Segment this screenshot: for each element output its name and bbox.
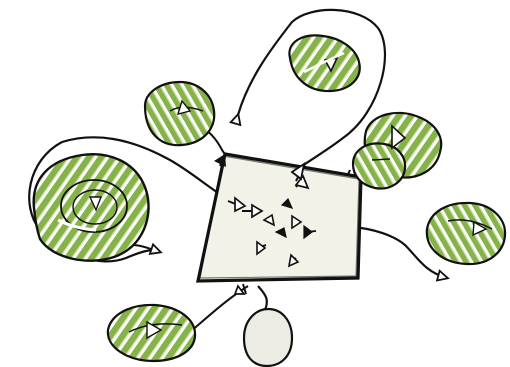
upper-left-cell xyxy=(143,80,216,147)
center-inner-arrows xyxy=(242,174,317,268)
top-right-cell xyxy=(288,34,361,93)
curve-top-loop xyxy=(229,8,387,165)
bottom-left-cell xyxy=(106,303,197,363)
far-right-cell xyxy=(425,201,507,266)
right-cluster-cell xyxy=(351,111,443,190)
center-panel xyxy=(196,152,363,283)
curve-left-lower-link xyxy=(189,285,249,333)
outer-arrows xyxy=(214,153,306,295)
bottom-oval xyxy=(242,307,294,367)
left-large-cell xyxy=(32,153,150,262)
